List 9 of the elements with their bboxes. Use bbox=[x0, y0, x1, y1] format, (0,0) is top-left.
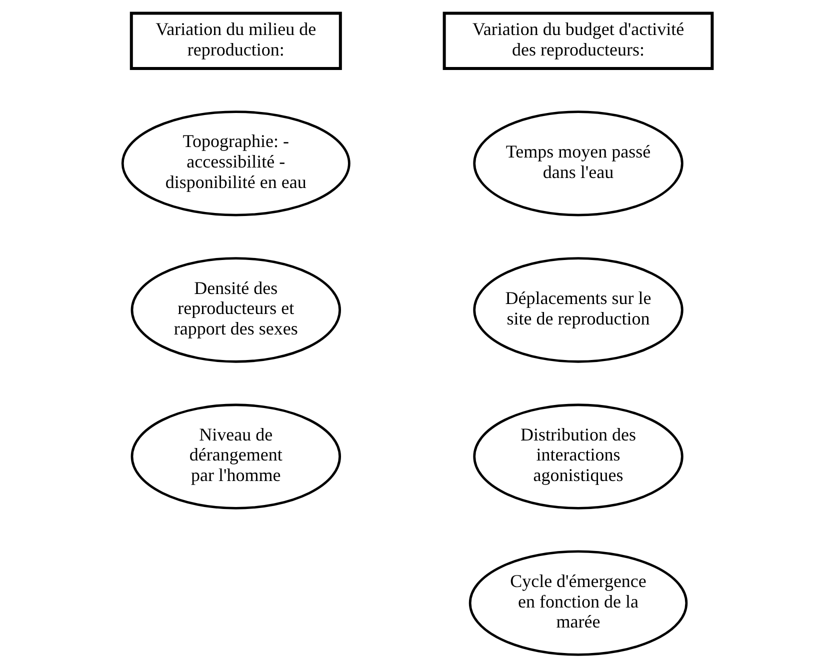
node-box: Variation du milieu de reproduction: bbox=[130, 12, 342, 70]
node-ellipse: Densité des reproducteurs et rapport des sexes bbox=[130, 257, 341, 363]
node-ellipse: Topographie: - accessibilité - disponibilité en eau bbox=[121, 110, 350, 216]
node-ellipse: Déplacements sur le site de reproduction bbox=[473, 257, 684, 363]
node-ellipse: Niveau de dérangement par l'homme bbox=[130, 404, 341, 510]
node-ellipse: Distribution des interactions agonistiques bbox=[473, 404, 684, 510]
node-ellipse: Temps moyen passé dans l'eau bbox=[473, 110, 684, 216]
node-box: Variation du budget d'activité des reproducteurs: bbox=[442, 12, 714, 70]
node-ellipse: Cycle d'émergence en fonction de la marée bbox=[468, 550, 688, 656]
